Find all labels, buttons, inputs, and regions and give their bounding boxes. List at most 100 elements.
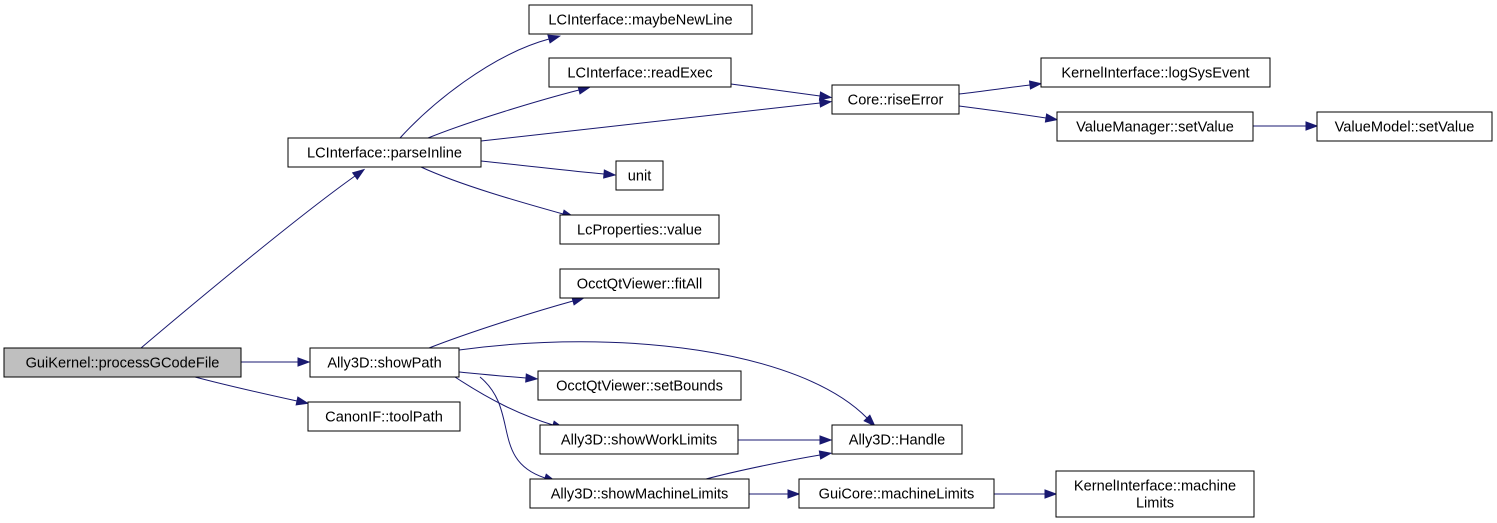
edge-readExec-to-riseError (730, 83, 833, 101)
arrow-head (603, 169, 617, 179)
edge-line (480, 160, 605, 175)
edge-showPath-to-fitAll (428, 296, 586, 349)
edge-processGCodeFile-to-showPath (240, 357, 311, 367)
node-showPath[interactable]: Ally3D::showPath (309, 347, 460, 378)
node-box (548, 57, 732, 88)
edge-riseError-to-logSysEvent (958, 80, 1043, 95)
node-label: Limits (1136, 496, 1174, 512)
node-box (559, 214, 720, 245)
node-toolPath[interactable]: CanonIF::toolPath (307, 401, 461, 432)
node-box (528, 4, 753, 35)
edge-parseInline-to-unit (480, 160, 617, 179)
node-handle[interactable]: Ally3D::Handle (831, 424, 963, 455)
edge-vmSetValue-to-vmodelSetValue (1253, 121, 1319, 131)
arrow-head (818, 450, 833, 460)
node-label: OcctQtViewer::setBounds (556, 379, 723, 395)
node-vmodelSetValue[interactable]: ValueModel::setValue (1316, 111, 1493, 142)
node-box (529, 478, 750, 509)
edge-showWorkLimits-to-handle (738, 435, 833, 445)
node-showMachineLimits[interactable]: Ally3D::showMachineLimits (529, 478, 750, 509)
node-kiMachineLimits[interactable]: KernelInterface::machineLimits (1055, 470, 1255, 518)
node-label: unit (628, 169, 652, 185)
node-setBounds[interactable]: OcctQtViewer::setBounds (537, 370, 742, 401)
nodes-layer: GuiKernel::processGCodeFile LCInterface::… (3, 4, 1493, 518)
edge-parseInline-to-maybeNewLine (399, 34, 562, 139)
node-label: ValueManager::setValue (1076, 120, 1234, 136)
node-box (3, 347, 242, 378)
node-logSysEvent[interactable]: KernelInterface::logSysEvent (1040, 57, 1271, 88)
node-unit[interactable]: unit (615, 160, 664, 191)
edge-riseError-to-vmSetValue (958, 105, 1059, 123)
edge-line (958, 105, 1047, 119)
arrow-head (818, 91, 833, 101)
node-vmSetValue[interactable]: ValueManager::setValue (1056, 111, 1254, 142)
edge-line (705, 454, 821, 480)
node-box (798, 478, 995, 509)
node-box (1040, 57, 1271, 88)
edge-showPath-to-setBounds (458, 371, 539, 383)
node-label: ValueModel::setValue (1335, 120, 1475, 136)
edge-guiMachineLimits-to-kiMachineLimits (994, 489, 1058, 499)
node-lcValue[interactable]: LcProperties::value (559, 214, 720, 245)
edge-showMachineLimits-to-guiMachineLimits (749, 489, 801, 499)
node-riseError[interactable]: Core::riseError (831, 84, 960, 115)
node-box (559, 268, 720, 299)
node-label: LCInterface::parseInline (307, 146, 462, 162)
edge-showMachineLimits-to-handle (705, 450, 833, 480)
node-guiMachineLimits[interactable]: GuiCore::machineLimits (798, 478, 995, 509)
edge-line (454, 376, 554, 426)
edges-layer (140, 34, 1319, 499)
edge-line (427, 89, 580, 139)
edge-line (399, 38, 550, 139)
node-label: Ally3D::showMachineLimits (551, 487, 729, 503)
edge-line (730, 83, 821, 97)
edge-line (458, 371, 527, 379)
edge-line (458, 341, 868, 419)
node-label: Core::riseError (848, 93, 944, 109)
node-label: KernelInterface::logSysEvent (1061, 66, 1249, 82)
node-box (287, 137, 482, 168)
arrow-head (1028, 80, 1043, 90)
node-label: Ally3D::showPath (327, 356, 441, 372)
node-label: Ally3D::Handle (849, 433, 946, 449)
node-box (831, 84, 960, 115)
node-label: GuiKernel::processGCodeFile (26, 356, 220, 372)
node-box (831, 424, 963, 455)
arrow-head (547, 34, 562, 44)
node-parseInline[interactable]: LCInterface::parseInline (287, 137, 482, 168)
arrow-head (525, 373, 539, 383)
arrow-head (1044, 489, 1058, 499)
node-processGCodeFile[interactable]: GuiKernel::processGCodeFile (3, 347, 242, 378)
node-showWorkLimits[interactable]: Ally3D::showWorkLimits (539, 424, 739, 455)
edge-line (428, 300, 574, 349)
node-label: LcProperties::value (577, 223, 702, 239)
edge-line (194, 376, 298, 402)
edge-showPath-to-handle (458, 341, 876, 427)
node-box (309, 347, 460, 378)
edge-parseInline-to-readExec (427, 85, 592, 139)
edge-processGCodeFile-to-parseInline (140, 168, 366, 349)
edge-line (480, 102, 821, 142)
node-box (307, 401, 461, 432)
node-box (1056, 111, 1254, 142)
edge-parseInline-to-riseError (480, 98, 833, 142)
node-maybeNewLine[interactable]: LCInterface::maybeNewLine (528, 4, 753, 35)
node-box (539, 424, 739, 455)
edge-processGCodeFile-to-toolPath (194, 376, 310, 406)
node-label: LCInterface::maybeNewLine (548, 13, 732, 29)
edge-line (140, 175, 356, 349)
arrow-head (351, 168, 366, 181)
node-label: KernelInterface::machine (1074, 479, 1236, 495)
edge-line (479, 376, 546, 479)
node-box (1055, 470, 1255, 518)
node-box (615, 160, 664, 191)
node-readExec[interactable]: LCInterface::readExec (548, 57, 732, 88)
arrow-head (297, 357, 311, 367)
node-fitAll[interactable]: OcctQtViewer::fitAll (559, 268, 720, 299)
arrow-head (1305, 121, 1319, 131)
arrow-head (1044, 113, 1059, 123)
node-label: CanonIF::toolPath (325, 410, 443, 426)
edge-parseInline-to-lcValue (420, 166, 576, 219)
edge-line (420, 166, 564, 215)
